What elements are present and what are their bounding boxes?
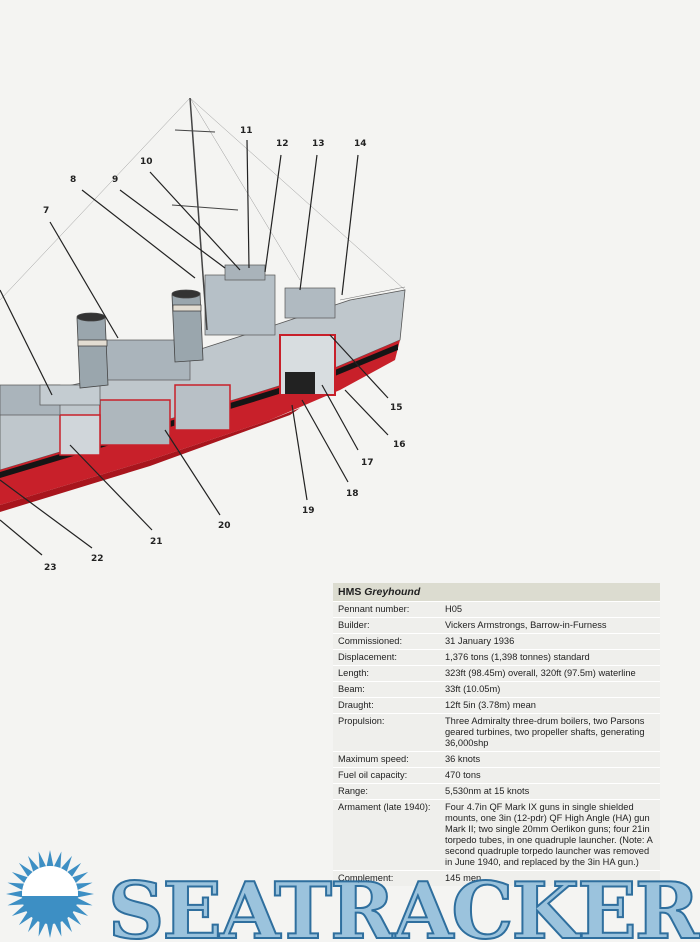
sun-logo-icon xyxy=(6,850,94,938)
spec-label: Range: xyxy=(333,783,440,800)
callout-13: 13 xyxy=(312,139,325,149)
sun-ray xyxy=(76,898,93,906)
callout-14: 14 xyxy=(354,139,367,149)
callout-10: 10 xyxy=(140,157,153,167)
spec-value: Three Admiralty three-drum boilers, two … xyxy=(440,713,660,752)
callout-7: 7 xyxy=(43,206,49,216)
spec-value: 1,376 tons (1,398 tonnes) standard xyxy=(440,649,660,666)
spec-row: Fuel oil capacity:470 tons xyxy=(333,767,660,784)
spec-label: Length: xyxy=(333,665,440,682)
spec-value: 145 men xyxy=(440,870,660,886)
spec-row: Builder:Vickers Armstrongs, Barrow-in-Fu… xyxy=(333,617,660,634)
spec-value: 31 January 1936 xyxy=(440,633,660,650)
spec-value: 5,530nm at 15 knots xyxy=(440,783,660,800)
spec-row: Maximum speed:36 knots xyxy=(333,751,660,768)
watermark: SEATRACKER.RU xyxy=(6,850,700,942)
sun-ray xyxy=(72,905,89,916)
sun-ray xyxy=(54,851,62,868)
watermark-text: SEATRACKER.RU xyxy=(108,866,700,942)
superstructure xyxy=(0,264,336,416)
spec-label: Beam: xyxy=(333,681,440,698)
rigging xyxy=(0,97,406,301)
spec-label: Fuel oil capacity: xyxy=(333,767,440,784)
sun-ray xyxy=(54,920,62,937)
sun-ray xyxy=(61,855,72,872)
spec-label: Propulsion: xyxy=(333,713,440,752)
spec-row: Armament (late 1940):Four 4.7in QF Mark … xyxy=(333,799,660,871)
sun-ray xyxy=(67,862,82,877)
sun-ray xyxy=(11,872,28,883)
spec-label: Builder: xyxy=(333,617,440,634)
spec-row: Draught:12ft 5in (3.78m) mean xyxy=(333,697,660,714)
spec-row: Pennant number:H05 xyxy=(333,601,660,618)
spec-label: Maximum speed: xyxy=(333,751,440,768)
spec-value: H05 xyxy=(440,601,660,618)
spec-label: Displacement: xyxy=(333,649,440,666)
callout-20: 20 xyxy=(218,521,231,531)
sun-ray xyxy=(7,898,24,906)
spec-row: Displacement:1,376 tons (1,398 tonnes) s… xyxy=(333,649,660,666)
sun-ray xyxy=(18,862,33,877)
spec-value: 36 knots xyxy=(440,751,660,768)
spec-row: Range:5,530nm at 15 knots xyxy=(333,783,660,800)
spec-row: Beam:33ft (10.05m) xyxy=(333,681,660,698)
sun-ray xyxy=(76,882,93,890)
callout-17: 17 xyxy=(361,458,374,468)
sun-ray xyxy=(72,872,89,883)
spec-value: Vickers Armstrongs, Barrow-in-Furness xyxy=(440,617,660,634)
spec-row: Length:323ft (98.45m) overall, 320ft (97… xyxy=(333,665,660,682)
sun-ray xyxy=(28,855,39,872)
callout-18: 18 xyxy=(346,489,359,499)
sun-ray xyxy=(7,882,24,890)
spec-value: 33ft (10.05m) xyxy=(440,681,660,698)
callout-12: 12 xyxy=(276,139,289,149)
sun-ray xyxy=(46,921,54,938)
sun-ray xyxy=(38,851,46,868)
spec-label: Pennant number: xyxy=(333,601,440,618)
spec-label: Commissioned: xyxy=(333,633,440,650)
callout-19: 19 xyxy=(302,506,315,516)
callout-21: 21 xyxy=(150,537,163,547)
mast xyxy=(171,97,239,331)
spec-row: Propulsion:Three Admiralty three-drum bo… xyxy=(333,713,660,752)
sun-ray xyxy=(77,890,94,898)
spec-value: 12ft 5in (3.78m) mean xyxy=(440,697,660,714)
sun-ray xyxy=(11,905,28,916)
callout-16: 16 xyxy=(393,440,406,450)
callout-15: 15 xyxy=(390,403,403,413)
bow-rail xyxy=(339,286,406,301)
callout-numbers: 7 8 9 10 11 12 13 14 15 16 17 18 19 20 2… xyxy=(43,126,406,573)
callout-11: 11 xyxy=(240,126,253,136)
callout-23: 23 xyxy=(44,563,57,573)
callout-8: 8 xyxy=(70,175,76,185)
cutaway-interior xyxy=(59,334,336,456)
specs-title: HMS Greyhound xyxy=(333,583,660,602)
spec-value: 323ft (98.45m) overall, 320ft (97.5m) wa… xyxy=(440,665,660,682)
sun-ray xyxy=(38,920,46,937)
leader-lines xyxy=(0,139,389,556)
funnels xyxy=(76,289,204,389)
spec-label: Armament (late 1940): xyxy=(333,799,440,871)
callout-9: 9 xyxy=(112,175,118,185)
spec-value: Four 4.7in QF Mark IX guns in single shi… xyxy=(440,799,660,871)
spec-label: Complement: xyxy=(333,870,440,886)
spec-row: Commissioned:31 January 1936 xyxy=(333,633,660,650)
spec-label: Draught: xyxy=(333,697,440,714)
spec-value: 470 tons xyxy=(440,767,660,784)
sun-ray xyxy=(46,850,54,867)
sun-ray xyxy=(6,890,23,898)
callout-22: 22 xyxy=(91,554,104,564)
spec-row: Complement:145 men xyxy=(333,870,660,886)
